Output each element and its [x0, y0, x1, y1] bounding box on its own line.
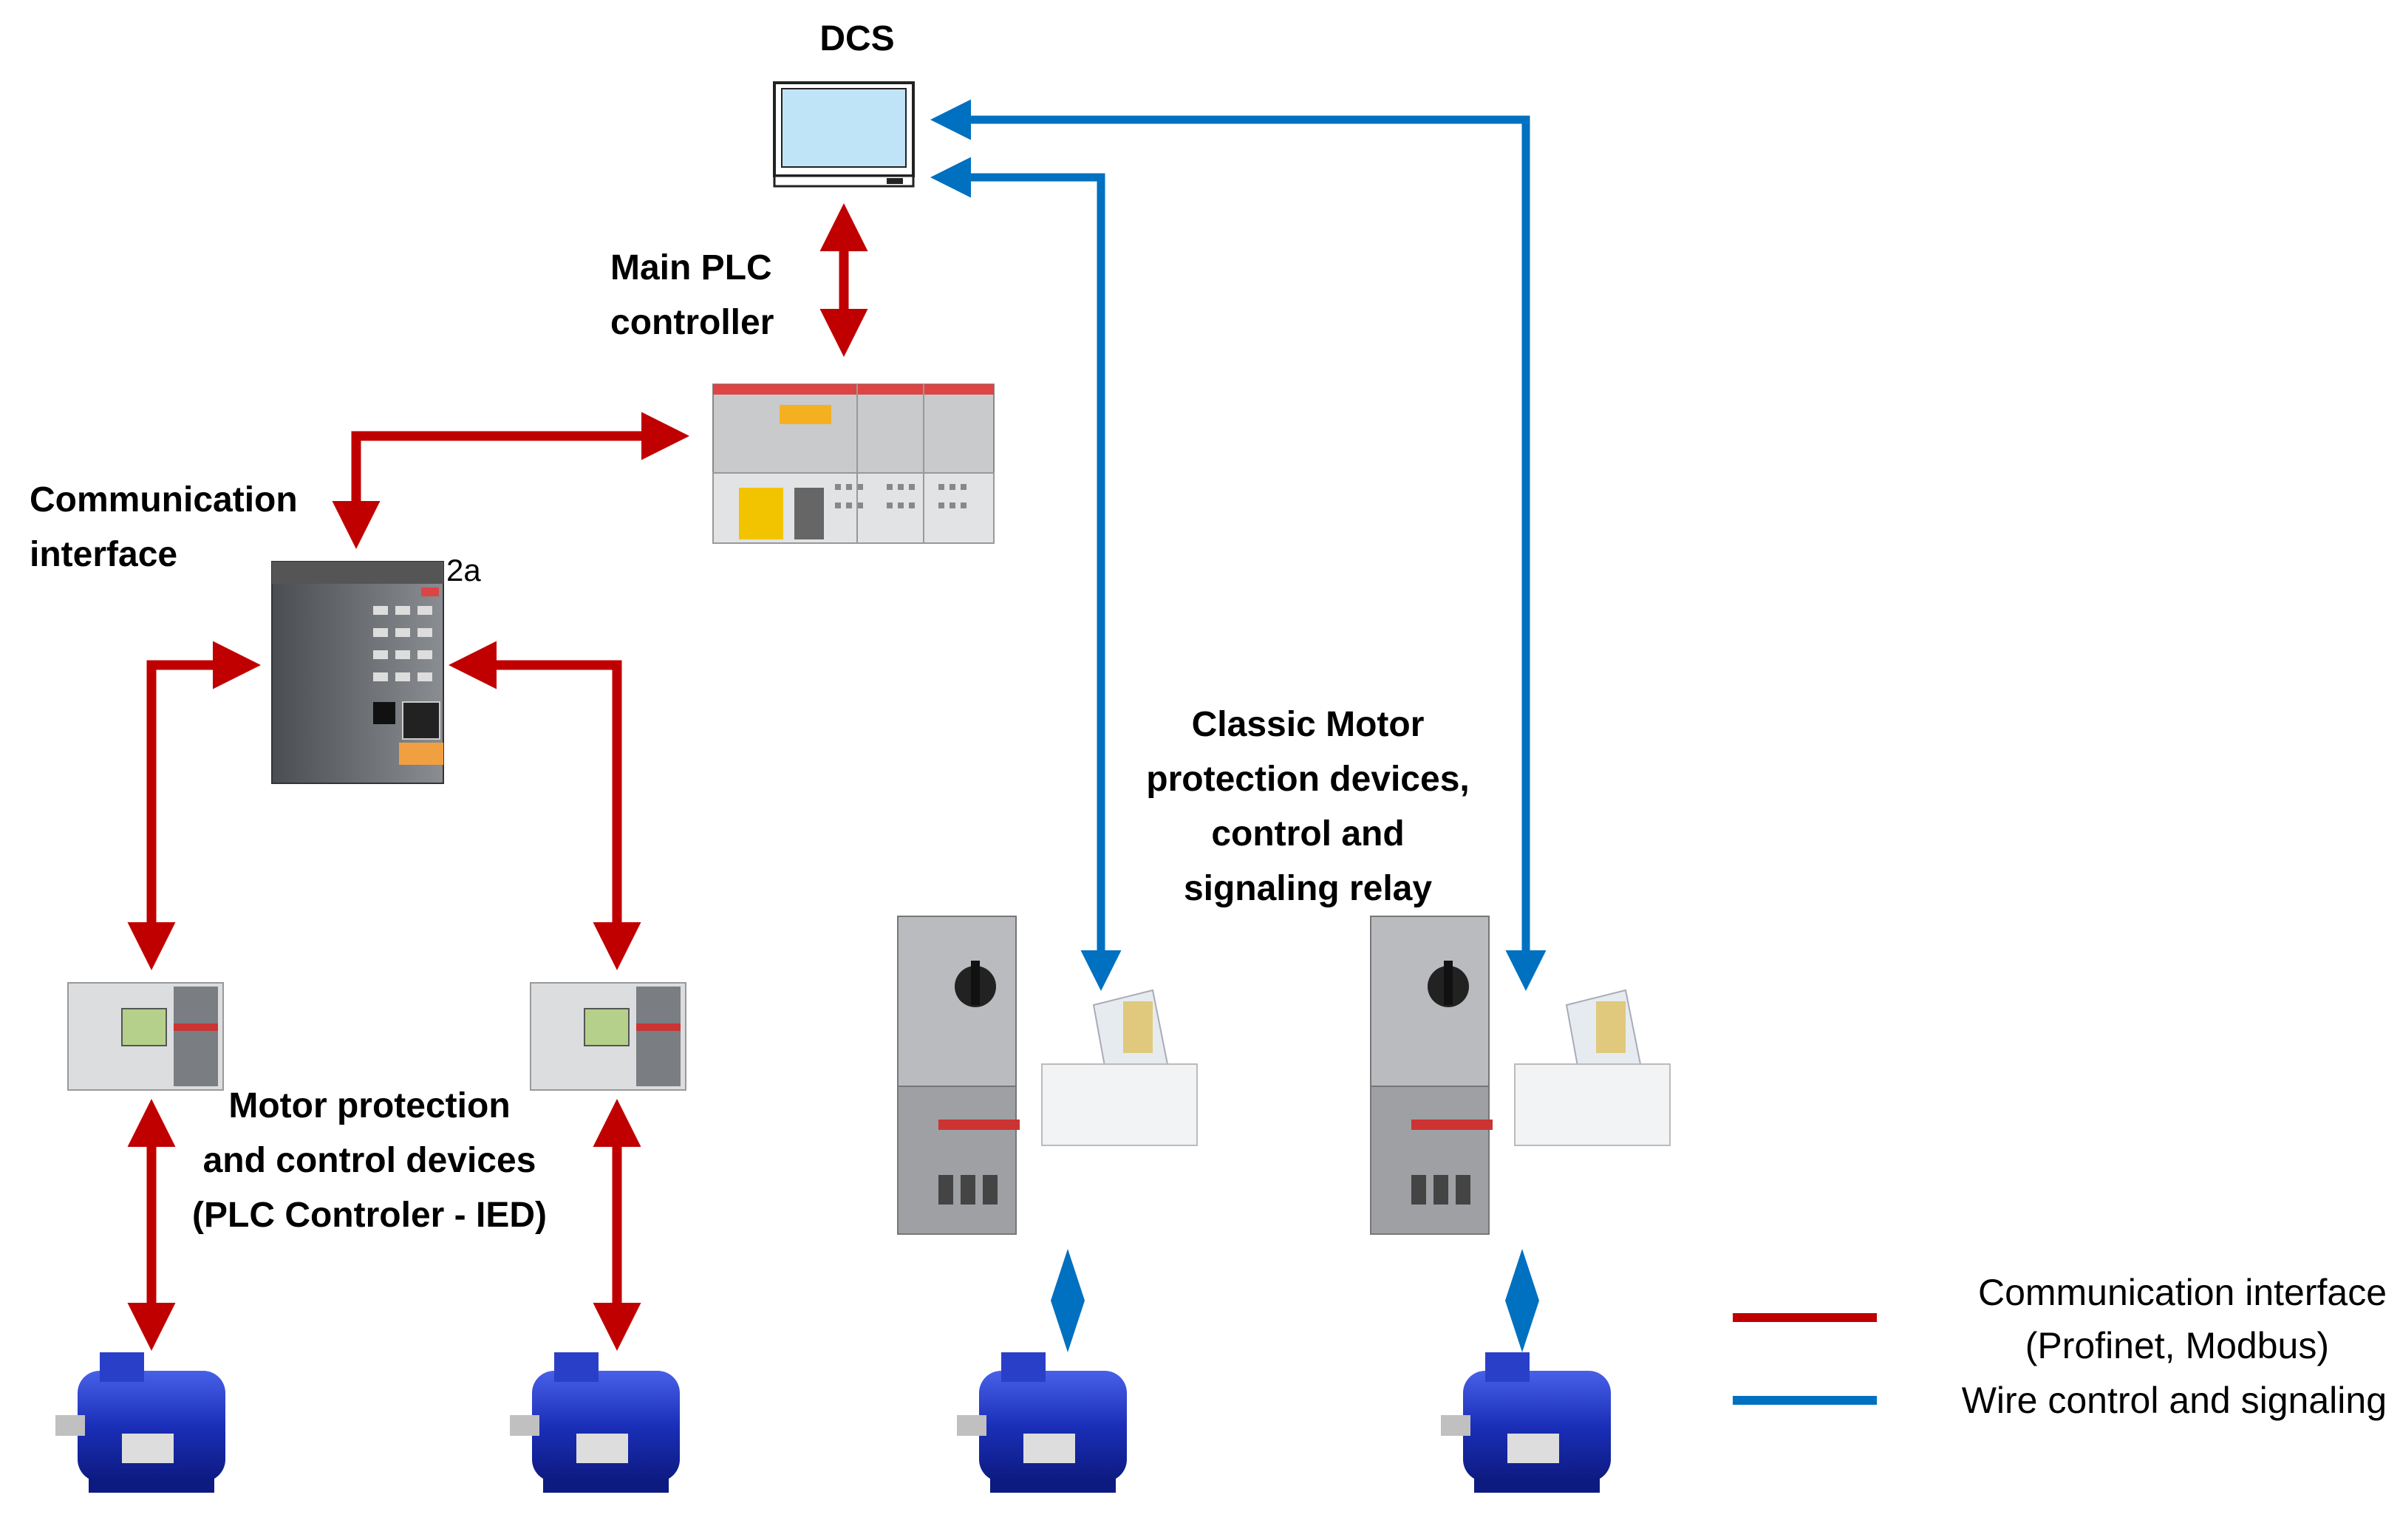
wire-diamond-2-icon	[1505, 1249, 1539, 1352]
comm-interface-label: Communication interface	[30, 480, 298, 574]
arrow-iface-device1	[127, 641, 261, 970]
legend-wire-text: Wire control and signaling	[1961, 1380, 2387, 1421]
wire-diamond-1-icon	[1051, 1249, 1085, 1352]
motor-protection-label: Motor protection and control devices (PL…	[192, 1086, 547, 1235]
signaling-relay-2-icon	[1514, 989, 1671, 1146]
arrow-plc-iface	[332, 412, 689, 549]
legend-comm-text: Communication interface	[1977, 1272, 2387, 1313]
classic-protection-label: Classic Motor protection devices, contro…	[1146, 705, 1470, 908]
arrow-dcs-classic1	[930, 157, 1122, 991]
motor-4-icon	[1441, 1352, 1611, 1493]
comm-arrows	[127, 203, 868, 1351]
tag-2a: 2a	[446, 553, 481, 587]
main-plc-controller-icon	[712, 384, 995, 544]
arrow-dcs-classic2	[930, 99, 1547, 991]
arrow-iface-device2	[449, 641, 641, 970]
dcs-label: DCS	[819, 19, 895, 58]
classic-protection-device-1-icon	[897, 916, 1020, 1235]
motor-protection-device-1-icon	[67, 982, 224, 1091]
motor-3-icon	[957, 1352, 1127, 1493]
wire-arrows	[930, 99, 1547, 991]
communication-interface-icon	[271, 561, 444, 784]
motor-1-icon	[55, 1352, 225, 1493]
motor-2-icon	[510, 1352, 680, 1493]
motor-protection-device-2-icon	[530, 982, 686, 1091]
legend-comm-subtext: (Profinet, Modbus)	[2025, 1325, 2329, 1366]
signaling-relay-1-icon	[1041, 989, 1198, 1146]
main-plc-label: Main PLC controller	[610, 248, 774, 342]
dcs-monitor-icon	[773, 81, 915, 188]
classic-protection-device-2-icon	[1370, 916, 1493, 1235]
